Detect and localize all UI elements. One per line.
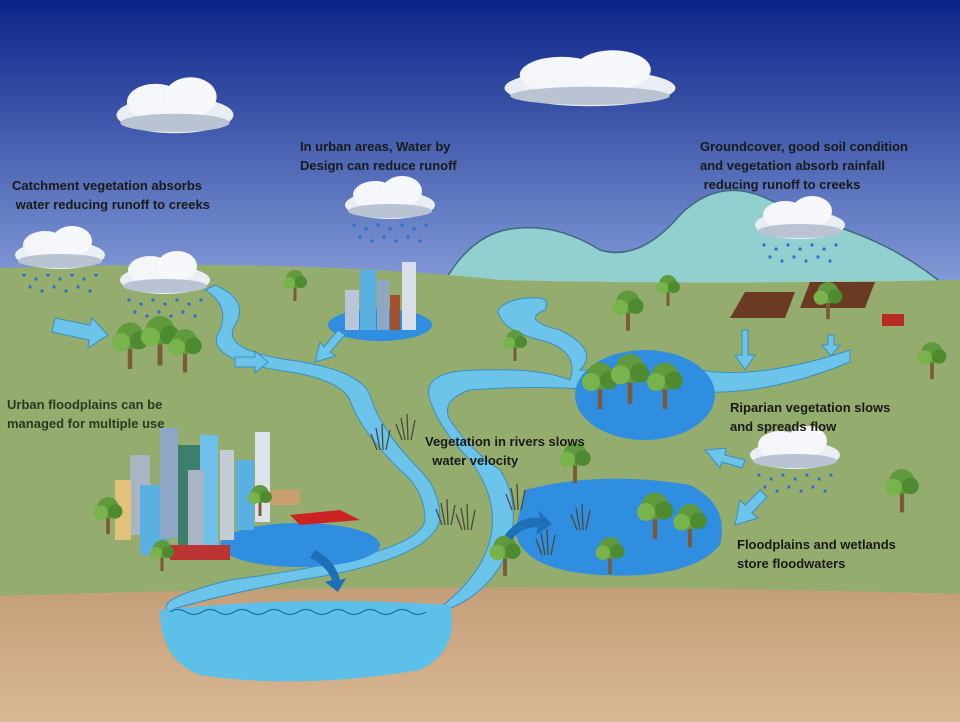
flow-arrows <box>51 317 842 526</box>
arrow-icon <box>704 447 746 470</box>
lake <box>160 601 452 682</box>
soil-layer <box>0 587 960 722</box>
label-riparian-vegetation: Riparian vegetation slows and spreads fl… <box>730 398 890 436</box>
arrow-icon <box>505 510 552 540</box>
floodplain-wetland <box>515 478 722 576</box>
arrow-icon <box>310 550 346 592</box>
label-line: and vegetation absorb rainfall <box>700 158 885 173</box>
label-line: water velocity <box>425 453 519 468</box>
label-catchment-vegetation: Catchment vegetation absorbs water reduc… <box>12 176 210 214</box>
label-line: In urban areas, Water by <box>300 139 451 154</box>
label-floodplains-wetlands: Floodplains and wetlands store floodwate… <box>737 535 896 573</box>
urban-floodplain-pool <box>220 523 380 567</box>
label-line: Floodplains and wetlands <box>737 537 896 552</box>
arrow-icon <box>820 334 842 357</box>
label-groundcover: Groundcover, good soil condition and veg… <box>700 137 908 194</box>
arrow-icon <box>314 329 346 363</box>
label-line: reducing runoff to creeks <box>700 177 861 192</box>
label-urban-floodplains: Urban floodplains can be managed for mul… <box>7 395 164 433</box>
label-line: water reducing runoff to creeks <box>12 197 210 212</box>
hills <box>438 189 952 291</box>
arrow-icon <box>734 489 768 526</box>
label-line: Groundcover, good soil condition <box>700 139 908 154</box>
arrow-icon <box>51 317 109 350</box>
label-vegetation-rivers: Vegetation in rivers slows water velocit… <box>425 432 585 470</box>
label-line: Riparian vegetation slows <box>730 400 891 415</box>
city-buildings-small <box>345 262 416 330</box>
city-buildings-large <box>115 428 360 560</box>
label-line: Design can reduce runoff <box>300 158 457 173</box>
water-surface <box>169 608 427 616</box>
label-line: Vegetation in rivers slows <box>425 434 585 449</box>
label-line: Urban floodplains can be <box>7 397 163 412</box>
label-line: managed for multiple use <box>7 416 165 431</box>
arrow-icon <box>734 329 756 371</box>
label-line: Catchment vegetation absorbs <box>12 178 202 193</box>
tractor-icon <box>882 314 904 326</box>
label-line: and spreads flow <box>730 419 837 434</box>
label-urban-areas: In urban areas, Water by Design can redu… <box>300 137 457 175</box>
flow-arrows-dark <box>310 510 552 592</box>
label-line: store floodwaters <box>737 556 846 571</box>
arrow-icon <box>234 349 269 375</box>
